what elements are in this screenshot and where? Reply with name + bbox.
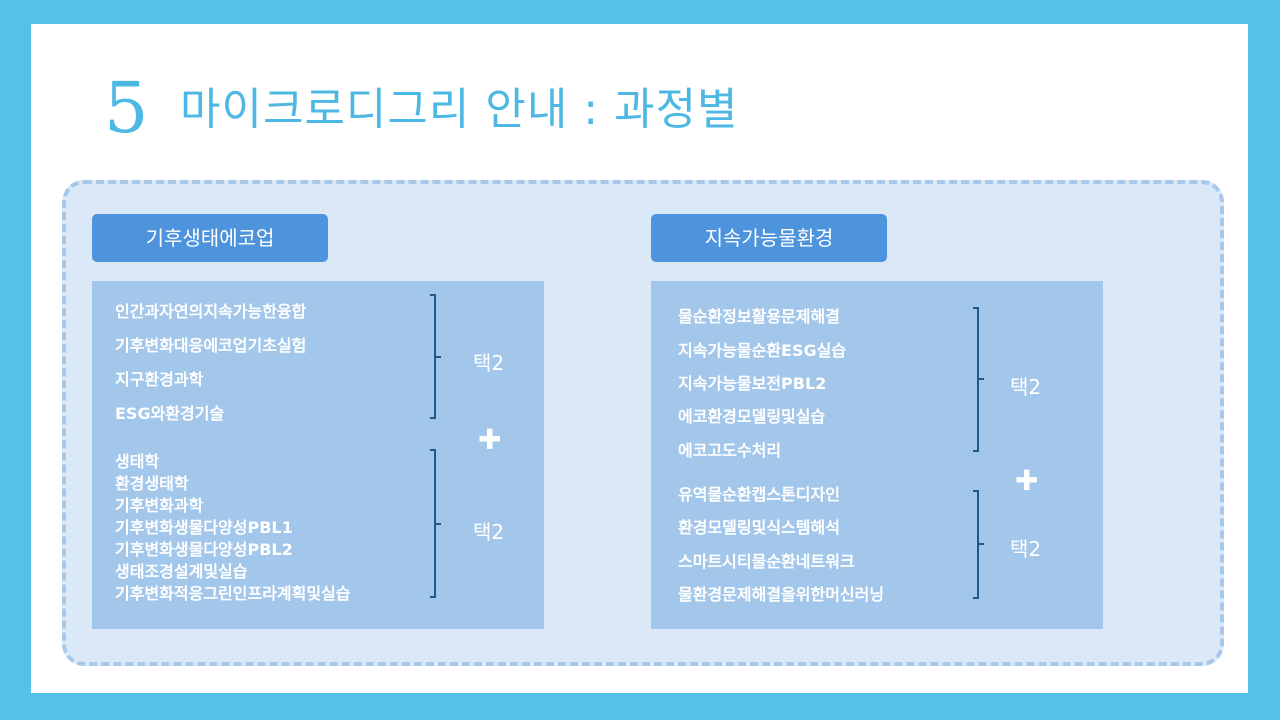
course-item: 유역물순환캡스톤디자인 — [678, 485, 840, 504]
course-item: 물환경문제해결을위한머신러닝 — [678, 585, 885, 604]
plus-icon: ✚ — [478, 423, 502, 456]
course-item: ESG와환경기술 — [115, 404, 225, 423]
course-item: 기후변화과학 — [115, 496, 204, 515]
choose-two-label: 택2 — [473, 520, 505, 544]
course-item: 지속가능물보전PBL2 — [678, 374, 827, 393]
track-box-water — [651, 281, 1103, 629]
brace-bracket — [429, 449, 443, 601]
course-item: 기후변화적응그린인프라계획및실습 — [115, 584, 351, 603]
course-item: 지속가능물순환ESG실습 — [678, 341, 847, 360]
slide: 5 마이크로디그리 안내 : 과정별 기후생태에코업 인간과자연의지속가능한융합… — [31, 24, 1248, 693]
course-item: 기후변화생물다양성PBL1 — [115, 518, 293, 537]
course-item: 생태학 — [115, 452, 160, 471]
course-item: 물순환정보활용문제해결 — [678, 307, 840, 326]
brace-bracket — [972, 490, 986, 602]
track-tag-climate: 기후생태에코업 — [92, 214, 328, 262]
course-item: 생태조경설계및실습 — [115, 562, 248, 581]
choose-two-label: 택2 — [1010, 537, 1042, 561]
plus-icon: ✚ — [1015, 464, 1039, 497]
course-item: 스마트시티물순환네트워크 — [678, 552, 855, 571]
course-item: 에코고도수처리 — [678, 441, 782, 460]
course-item: 에코환경모델링및실습 — [678, 407, 826, 426]
brace-bracket — [429, 294, 443, 424]
section-number: 5 — [104, 67, 149, 149]
course-item: 환경생태학 — [115, 474, 189, 493]
brace-bracket — [972, 307, 986, 455]
track-box-climate — [92, 281, 544, 629]
course-item: 기후변화생물다양성PBL2 — [115, 540, 293, 559]
course-item: 지구환경과학 — [115, 370, 204, 389]
course-item: 기후변화대응에코업기초실험 — [115, 336, 307, 355]
track-tag-water: 지속가능물환경 — [651, 214, 887, 262]
choose-two-label: 택2 — [473, 351, 505, 375]
title-text: 마이크로디그리 안내 : 과정별 — [180, 84, 739, 135]
choose-two-label: 택2 — [1010, 375, 1042, 399]
course-item: 환경모델링및식스템해석 — [678, 518, 840, 537]
course-item: 인간과자연의지속가능한융합 — [115, 302, 307, 321]
